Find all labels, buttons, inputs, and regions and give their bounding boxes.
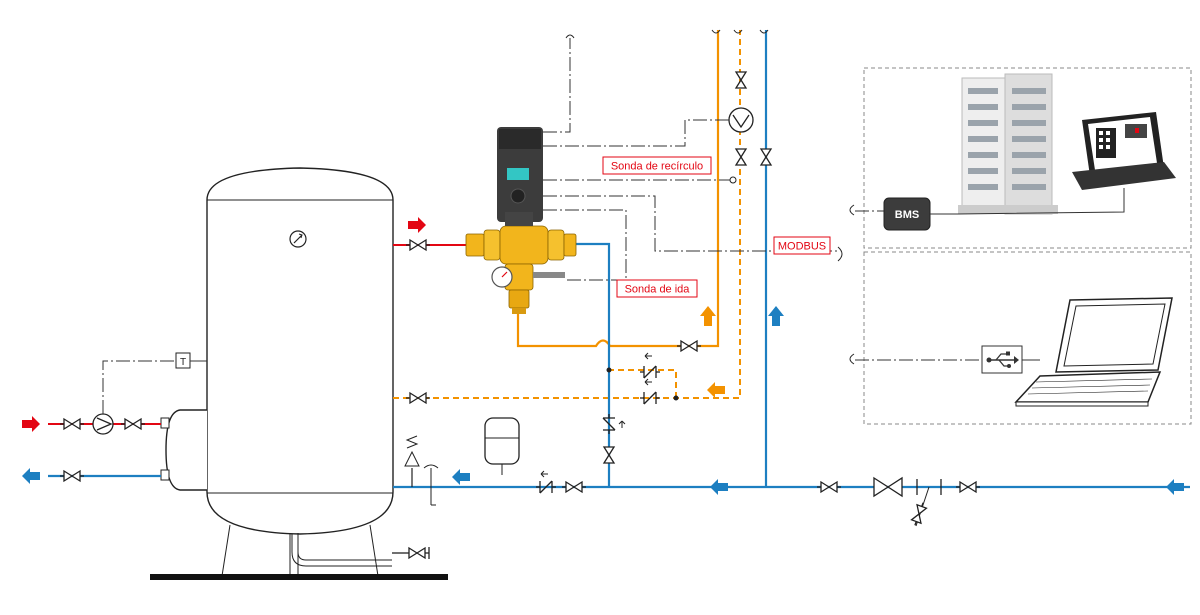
svg-text:Sonda de recírculo: Sonda de recírculo (611, 161, 703, 173)
gate-valve-icon (909, 500, 929, 528)
check-valve-icon (639, 365, 661, 379)
thermostatic-mixing-valve (465, 127, 577, 314)
check-valve-icon (602, 413, 616, 435)
drain-valve-icon (404, 547, 430, 559)
gate-valve-icon (603, 446, 615, 464)
gate-valve-icon (735, 148, 747, 166)
gate-valve-icon (676, 340, 702, 352)
primary-circuit: T (22, 352, 207, 484)
gate-valve-icon (760, 148, 772, 166)
pump-icon (728, 107, 754, 133)
gate-valve-icon (816, 481, 842, 493)
check-valve-icon (639, 391, 661, 405)
arrow-red-icon (408, 217, 426, 233)
arrow-out-blue-icon (22, 468, 40, 484)
arrow-orange-icon (707, 382, 725, 398)
supply-probe (533, 272, 565, 278)
gate-valve-icon (405, 239, 431, 251)
svg-text:BMS: BMS (895, 209, 919, 221)
recirculation-pump-column (728, 71, 754, 166)
storage-tank (150, 167, 448, 580)
expansion-vessel-icon (484, 417, 520, 475)
gate-valve-icon (59, 418, 85, 430)
tank-sensor-label: T (180, 357, 186, 368)
gate-valve-icon (955, 481, 981, 493)
cold-water-main (393, 29, 1190, 528)
monitor-icon (1072, 112, 1176, 190)
gauge-icon (289, 230, 307, 248)
gate-valve-icon (120, 418, 146, 430)
recirculation-return (393, 30, 741, 405)
label-modbus: MODBUS (773, 236, 831, 255)
usb-panel (849, 251, 1192, 425)
arrow-blue-icon (452, 469, 470, 485)
ball-valve-icon (873, 476, 903, 498)
signal-wiring (543, 34, 843, 281)
hot-water-supply (516, 29, 743, 352)
controller-display (507, 168, 529, 180)
gate-valve-icon (405, 392, 431, 404)
arrow-in-red-icon (22, 416, 40, 432)
safety-valve-icon (404, 435, 439, 506)
gate-valve-icon (561, 481, 587, 493)
floor-base (150, 574, 448, 580)
bms-panel: BMS (849, 67, 1192, 249)
arrow-up-blue-icon (768, 306, 784, 326)
arrow-in-blue-icon (1166, 479, 1184, 495)
check-valve-icon (535, 480, 557, 494)
gate-valve-icon (59, 470, 85, 482)
gate-valve-icon (735, 71, 747, 89)
thermometer-icon (491, 266, 513, 288)
label-sonda-ida: Sonda de ida (616, 279, 698, 298)
svg-text:MODBUS: MODBUS (778, 241, 826, 253)
pump-icon (92, 413, 114, 435)
usb-icon (981, 345, 1023, 374)
svg-text:Sonda de ida: Sonda de ida (625, 284, 691, 296)
building-icon (958, 73, 1058, 215)
arrow-up-orange-icon (700, 306, 716, 326)
heat-exchanger-dome (160, 409, 207, 491)
drain-pipe (291, 534, 430, 567)
bms-controller: BMS (883, 197, 931, 231)
controller-unit (497, 127, 543, 226)
arrow-blue-icon (710, 479, 728, 495)
hot-outlet (393, 217, 468, 251)
laptop-icon (1014, 297, 1173, 407)
label-sonda-recirculo: Sonda de recírculo (602, 156, 712, 175)
